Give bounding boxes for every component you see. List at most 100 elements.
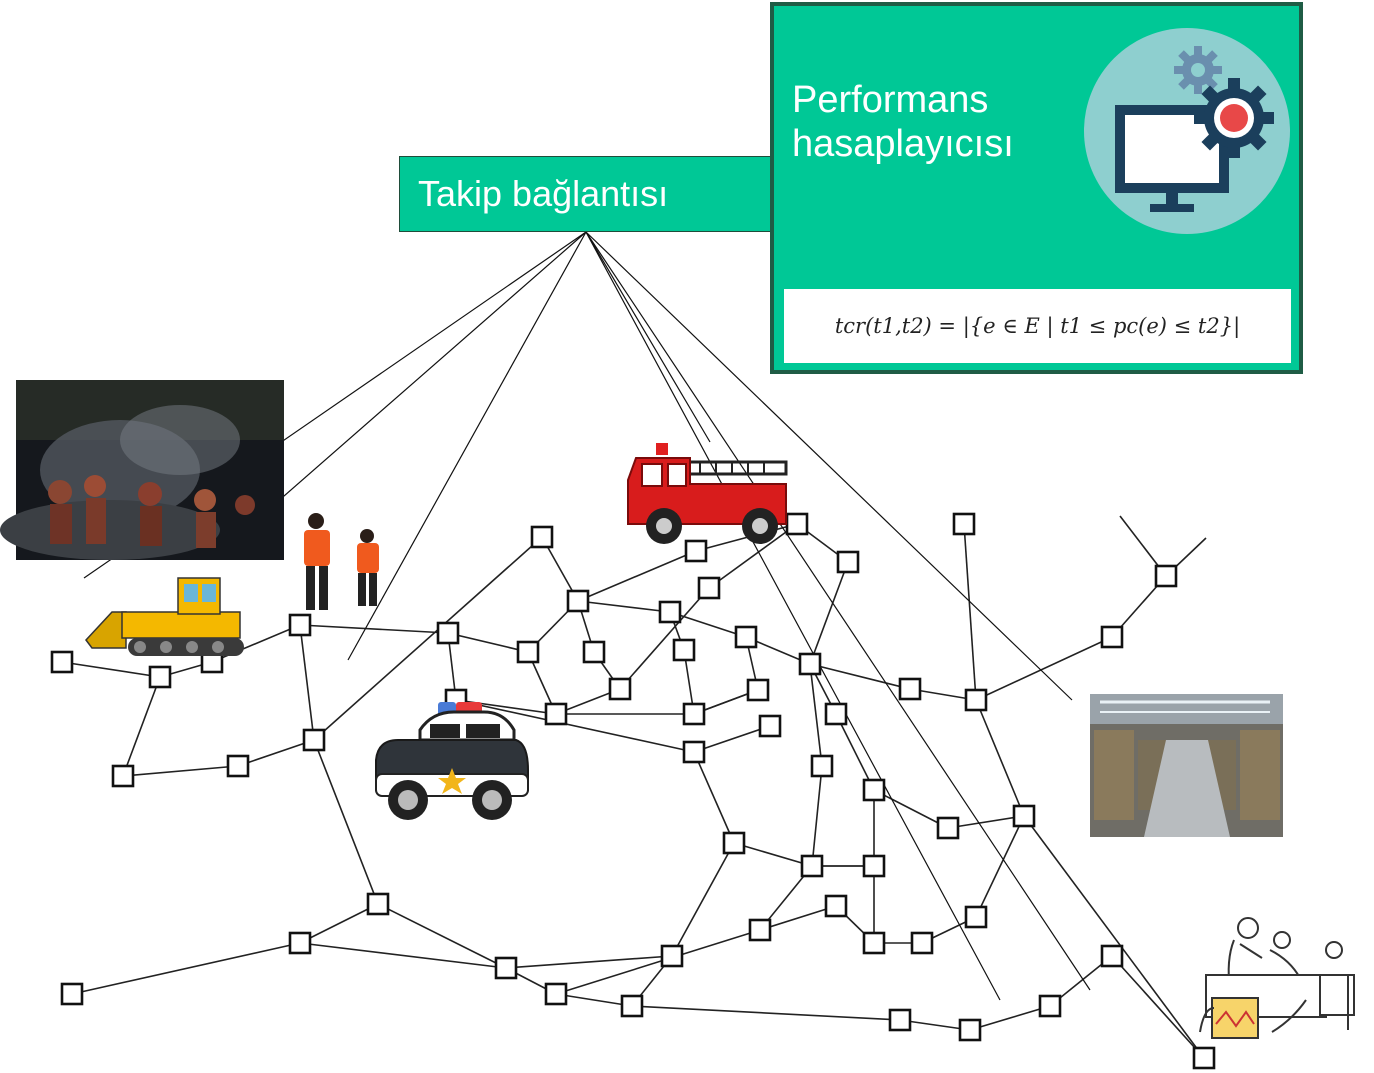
performance-calculator-panel: Performans hasaplayıcısı xyxy=(770,2,1303,374)
network-node xyxy=(1100,625,1124,649)
network-edge xyxy=(693,725,771,753)
network-node xyxy=(50,650,74,674)
network-node xyxy=(148,665,172,689)
performance-title: Performans hasaplayıcısı xyxy=(792,78,1082,166)
network-edge xyxy=(809,663,823,767)
network-node xyxy=(620,994,644,1018)
tracker-link-line xyxy=(347,231,587,661)
network-node xyxy=(936,816,960,840)
network-edge xyxy=(759,905,837,931)
network-node xyxy=(722,831,746,855)
network-edge xyxy=(555,993,633,1007)
network-edge xyxy=(669,611,747,638)
tracker-link-line xyxy=(585,231,1001,1001)
network-edge xyxy=(975,636,1113,701)
network-edge xyxy=(577,600,671,613)
network-node xyxy=(658,600,682,624)
network-node xyxy=(888,1008,912,1032)
network-node xyxy=(824,894,848,918)
network-edge xyxy=(811,765,823,867)
fire-truck-icon xyxy=(627,443,788,544)
network-edge xyxy=(447,632,529,653)
network-edge xyxy=(631,1005,901,1021)
network-edge xyxy=(733,842,813,867)
network-edge xyxy=(947,815,1025,829)
tracker-link-label: Takip bağlantısı xyxy=(418,173,669,214)
network-node xyxy=(810,754,834,778)
network-node xyxy=(60,982,84,1006)
network-node xyxy=(660,944,684,968)
network-edge xyxy=(1111,955,1205,1059)
network-node xyxy=(952,512,976,536)
rescue-workers-icon xyxy=(304,513,379,610)
network-node xyxy=(516,640,540,664)
network-edge xyxy=(619,587,710,690)
network-node xyxy=(530,525,554,549)
network-node xyxy=(964,905,988,929)
network-edge xyxy=(969,1005,1051,1031)
network-node xyxy=(494,956,518,980)
tracker-link-line xyxy=(235,231,587,539)
network-edge xyxy=(555,929,761,995)
network-edge xyxy=(299,942,507,969)
network-node xyxy=(226,754,250,778)
network-edge xyxy=(313,739,379,905)
network-node xyxy=(544,982,568,1006)
network-node xyxy=(302,728,326,752)
network-node xyxy=(684,539,708,563)
network-edge xyxy=(975,815,1025,918)
network-edge xyxy=(455,699,695,753)
network-node xyxy=(824,702,848,726)
network-edge xyxy=(299,624,449,634)
network-node xyxy=(798,652,822,676)
network-node xyxy=(582,640,606,664)
network-node xyxy=(1154,564,1178,588)
network-node xyxy=(910,931,934,955)
bulldozer-icon xyxy=(85,577,244,656)
network-node xyxy=(111,764,135,788)
network-node xyxy=(836,550,860,574)
network-node xyxy=(800,854,824,878)
network-edge xyxy=(577,550,697,602)
network-node xyxy=(436,621,460,645)
network-node xyxy=(366,892,390,916)
network-edge xyxy=(963,523,977,701)
network-edge xyxy=(505,955,673,969)
performance-title-line1: Performans xyxy=(792,79,989,121)
network-node xyxy=(672,638,696,662)
network-edge xyxy=(1023,815,1205,1059)
hospital-bed-icon xyxy=(1199,917,1355,1039)
formula-box: tcr(t1,t2) = |{e ∈ E | t1 ≤ pc(e) ≤ t2}| xyxy=(784,289,1291,363)
network-node xyxy=(288,931,312,955)
network-edge xyxy=(899,1019,971,1031)
network-node xyxy=(682,702,706,726)
network-node xyxy=(682,740,706,764)
network-node xyxy=(608,677,632,701)
network-edge xyxy=(299,903,379,944)
network-node xyxy=(964,688,988,712)
performance-title-line2: hasaplayıcısı xyxy=(792,123,1014,165)
network-edge xyxy=(693,751,735,844)
network-edge xyxy=(122,765,239,777)
network-edge xyxy=(671,842,735,957)
network-node xyxy=(544,702,568,726)
network-edge xyxy=(835,713,875,791)
network-edge xyxy=(975,699,1025,817)
network-edge xyxy=(708,523,798,589)
tracker-link-line xyxy=(585,231,711,443)
rescue-team-photo-icon xyxy=(0,380,284,560)
network-edge xyxy=(299,624,315,741)
network-node xyxy=(1100,944,1124,968)
network-edge xyxy=(809,561,849,665)
network-edge xyxy=(313,536,543,741)
network-node xyxy=(758,714,782,738)
network-node xyxy=(862,931,886,955)
network-node xyxy=(566,589,590,613)
network-node xyxy=(1038,994,1062,1018)
network-node xyxy=(697,576,721,600)
network-node xyxy=(958,1018,982,1042)
network-node xyxy=(288,613,312,637)
network-edge xyxy=(237,739,315,767)
network-edge xyxy=(122,676,161,777)
